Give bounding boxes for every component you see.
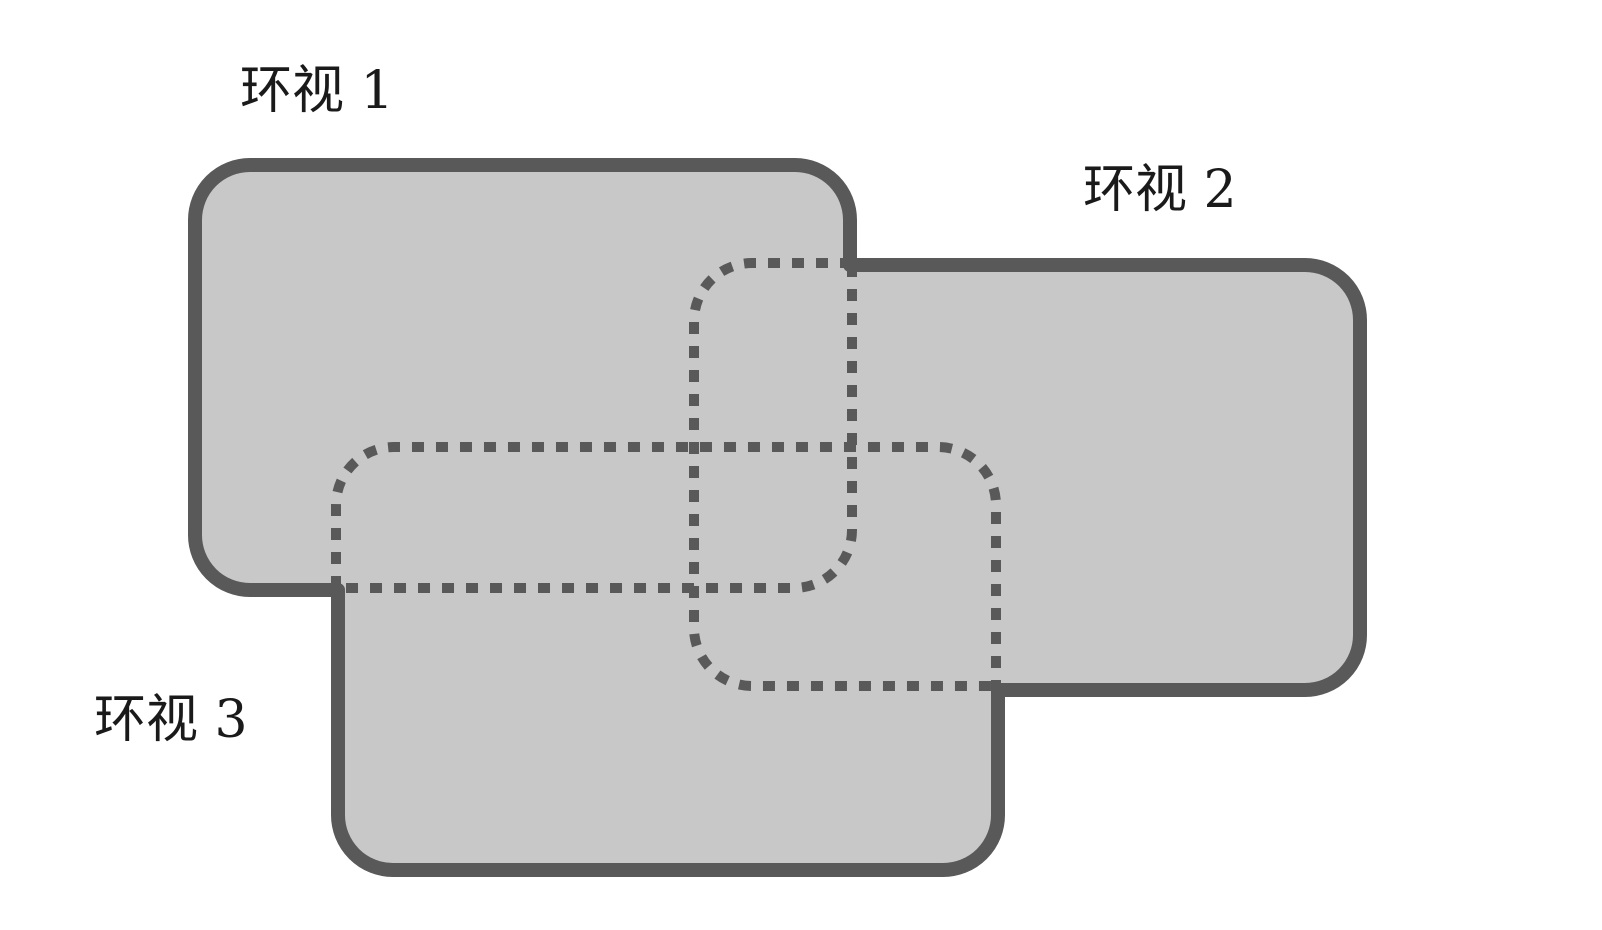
view-3-label: 环视 3	[94, 690, 248, 750]
view-2-hidden-boundary	[689, 258, 998, 691]
view-3-region-fill	[338, 450, 998, 870]
view-1-label: 环视 1	[240, 61, 394, 121]
view-2-label: 环视 2	[1083, 160, 1237, 220]
view-1-hidden-boundary	[338, 265, 857, 593]
combined-outer-outline	[188, 158, 1367, 877]
